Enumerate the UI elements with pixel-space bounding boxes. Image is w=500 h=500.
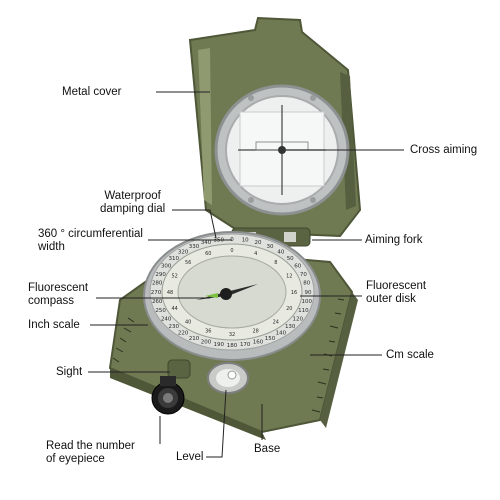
degree-tick-300: 300: [161, 263, 172, 269]
degree-tick-50: 50: [287, 256, 294, 262]
degree-tick-340: 340: [201, 240, 212, 246]
inner-tick-48: 48: [167, 290, 173, 296]
degree-tick-130: 130: [285, 324, 296, 330]
degree-tick-60: 60: [294, 263, 301, 269]
degree-tick-190: 190: [214, 342, 225, 348]
inner-tick-52: 52: [172, 274, 178, 280]
inner-tick-12: 12: [286, 274, 292, 280]
leader-lines: [88, 91, 404, 458]
degree-tick-200: 200: [201, 340, 212, 346]
degree-tick-10: 10: [242, 238, 249, 244]
degree-tick-270: 270: [151, 290, 162, 296]
label-fluorescent-compass: Fluorescent compass: [28, 282, 89, 307]
label-aiming-fork: Aiming fork: [365, 234, 423, 246]
inch-scale-ticks: [112, 317, 135, 363]
degree-tick-150: 150: [265, 336, 276, 342]
inner-tick-28: 28: [253, 329, 259, 335]
leader-damping-dial: [172, 209, 217, 239]
label-circumferential-width: 360 ° circumferential width: [38, 228, 143, 253]
degree-tick-80: 80: [303, 281, 310, 287]
label-level: Level: [176, 451, 204, 463]
cm-scale-ticks: [311, 298, 345, 413]
label-fluorescent-outer-disk: Fluorescent outer disk: [366, 280, 427, 305]
inner-tick-36: 36: [205, 329, 211, 335]
degree-tick-110: 110: [298, 308, 309, 314]
inner-tick-24: 24: [273, 319, 279, 325]
inner-tick-44: 44: [172, 306, 178, 312]
label-metal-cover: Metal cover: [62, 86, 122, 98]
inner-tick-20: 20: [286, 306, 292, 312]
inner-tick-56: 56: [185, 260, 191, 266]
degree-tick-280: 280: [152, 281, 163, 287]
compass-needle: [196, 284, 258, 300]
label-base: Base: [254, 443, 281, 455]
degree-tick-40: 40: [277, 249, 284, 255]
cross-aiming-window: [214, 84, 350, 216]
degree-tick-310: 310: [169, 256, 180, 262]
degree-tick-250: 250: [155, 308, 166, 314]
inner-tick-60: 60: [205, 251, 211, 257]
inner-tick-0: 0: [230, 248, 233, 254]
inner-tick-16: 16: [291, 290, 297, 296]
inner-tick-4: 4: [254, 251, 257, 257]
degree-tick-260: 260: [152, 299, 163, 305]
degree-tick-350: 350: [214, 238, 225, 244]
degree-tick-220: 220: [178, 331, 189, 337]
label-inch-scale: Inch scale: [28, 319, 80, 331]
degree-tick-180: 180: [227, 343, 238, 349]
label-cm-scale: Cm scale: [386, 349, 434, 361]
label-sight: Sight: [56, 366, 83, 378]
degree-tick-160: 160: [253, 340, 264, 346]
degree-tick-20: 20: [255, 240, 262, 246]
inner-tick-8: 8: [274, 260, 277, 266]
label-waterproof-damping-dial: Waterproof damping dial: [100, 190, 166, 215]
eyepiece-sight: [151, 359, 191, 415]
degree-tick-320: 320: [178, 249, 189, 255]
level-bubble: [207, 362, 249, 394]
inner-tick-32: 32: [229, 332, 235, 338]
degree-tick-240: 240: [161, 316, 172, 322]
label-read-eyepiece: Read the number of eyepiece: [46, 440, 135, 465]
inner-tick-40: 40: [185, 319, 191, 325]
degree-tick-230: 230: [169, 324, 180, 330]
degree-tick-330: 330: [189, 244, 200, 250]
degree-tick-210: 210: [189, 336, 200, 342]
label-cross-aiming: Cross aiming: [410, 144, 478, 156]
degree-tick-30: 30: [267, 244, 274, 250]
degree-tick-290: 290: [155, 272, 166, 278]
degree-tick-140: 140: [276, 331, 287, 337]
degree-tick-90: 90: [305, 290, 312, 296]
degree-tick-0: 0: [230, 237, 234, 243]
degree-tick-120: 120: [293, 316, 304, 322]
degree-tick-70: 70: [300, 272, 307, 278]
leader-level: [206, 389, 227, 458]
degree-tick-170: 170: [240, 342, 251, 348]
degree-tick-100: 100: [302, 299, 313, 305]
